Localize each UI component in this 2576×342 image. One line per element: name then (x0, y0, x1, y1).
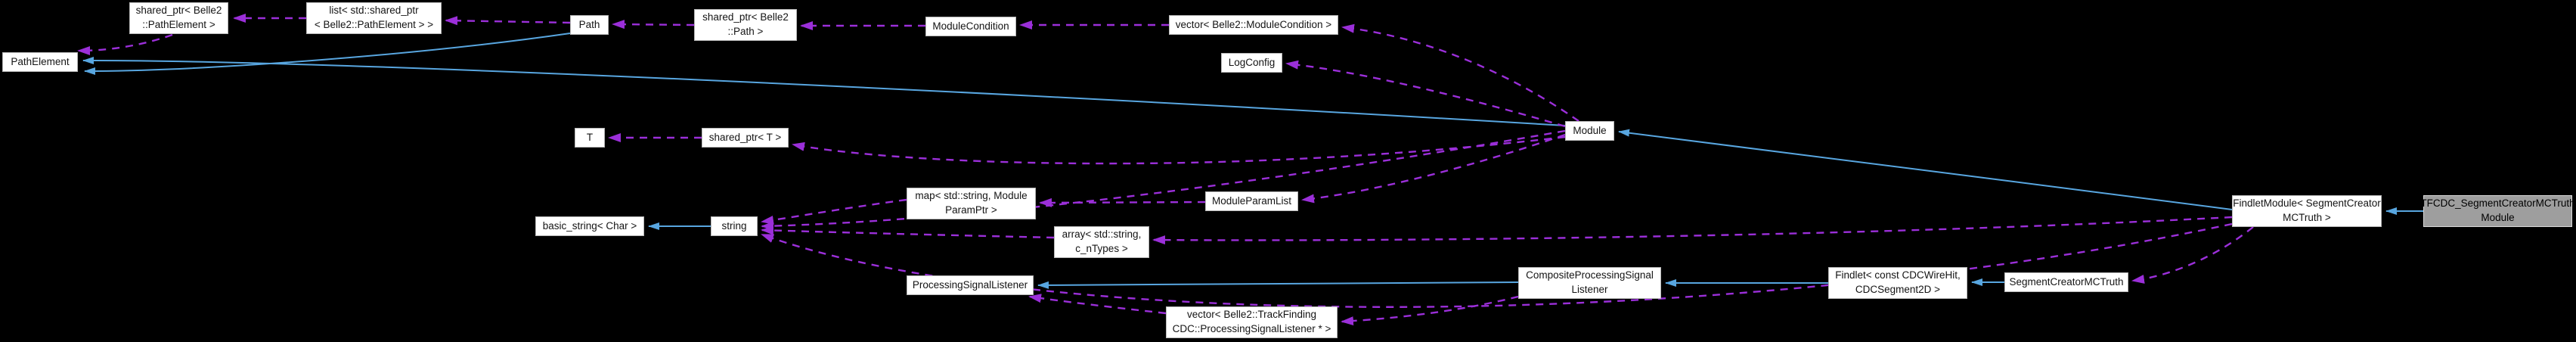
node-module[interactable]: Module (1565, 121, 1614, 141)
edge-usage-module-logconfig (1285, 60, 1566, 128)
edge-usage-composite-vectorpsl (1341, 295, 1519, 326)
node-tfcdc-segment-creator-mctruth-module[interactable]: TFCDC_SegmentCreatorMCTruth Module (2420, 195, 2575, 227)
node-list-shared-ptr-path-element[interactable]: list< std::shared_ptr < Belle2::PathElem… (306, 2, 442, 34)
node-shared-ptr-path[interactable]: shared_ptr< Belle2 ::Path > (694, 9, 797, 41)
edge-usage-module-string (761, 129, 1566, 231)
node-segment-creator-mctruth[interactable]: SegmentCreatorMCTruth (2004, 272, 2128, 292)
node-shared-ptr-t[interactable]: shared_ptr< T > (702, 128, 789, 148)
edge-inherit-path-pathelement (84, 33, 571, 75)
node-log-config[interactable]: LogConfig (1221, 53, 1282, 73)
node-findlet-cdcwirehit-cdcsegment2d[interactable]: Findlet< const CDCWireHit, CDCSegment2D … (1828, 267, 1967, 299)
node-path[interactable]: Path (570, 15, 609, 35)
edge-usage-module-sharedptrt (792, 135, 1566, 165)
edge-usage-module-vectormc (1341, 23, 1579, 122)
edge-usage-moduleparamlist-map (1039, 197, 1206, 207)
edge-usage-findletmodule-array (1152, 216, 2233, 245)
node-findlet-module-segment-creator-mctruth[interactable]: FindletModule< SegmentCreator MCTruth > (2232, 195, 2382, 227)
edge-inherit-module-pathelement (82, 56, 1566, 126)
node-shared-ptr-path-element[interactable]: shared_ptr< Belle2 ::PathElement > (129, 2, 228, 34)
node-basic-string-char[interactable]: basic_string< Char > (535, 216, 644, 236)
edge-usage-path-list (445, 16, 571, 26)
node-module-param-list[interactable]: ModuleParamList (1205, 191, 1298, 211)
node-processing-signal-listener[interactable]: ProcessingSignalListener (907, 275, 1034, 295)
node-module-condition[interactable]: ModuleCondition (925, 17, 1016, 36)
edge-usage-map-string (761, 198, 907, 225)
edge-usage-sharedptrpath-path (612, 20, 695, 30)
node-map-string-module-param-ptr[interactable]: map< std::string, Module ParamPtr > (907, 188, 1036, 219)
node-array-string-cntypes[interactable]: array< std::string, c_nTypes > (1054, 226, 1149, 258)
node-string[interactable]: string (711, 216, 758, 236)
edge-usage-module-moduleparamlist (1301, 133, 1566, 204)
node-composite-processing-signal-listener[interactable]: CompositeProcessingSignal Listener (1518, 267, 1661, 299)
edge-inherit-composite-psl (1037, 281, 1519, 289)
node-vector-module-condition[interactable]: vector< Belle2::ModuleCondition > (1169, 15, 1338, 35)
node-path-element[interactable]: PathElement (2, 52, 78, 72)
edge-inherit-findletmodule-module (1618, 129, 2233, 210)
node-t[interactable]: T (575, 128, 605, 148)
edge-usage-findletmodule-segmentcreator (2131, 226, 2254, 284)
edge-usage-vectorpsl-psl (1028, 294, 1167, 315)
edge-usage-sharedptrpathelement-pathelement (77, 33, 173, 55)
node-vector-processing-signal-listener[interactable]: vector< Belle2::TrackFinding CDC::Proces… (1166, 306, 1338, 338)
edge-usage-array-string (761, 225, 1055, 239)
